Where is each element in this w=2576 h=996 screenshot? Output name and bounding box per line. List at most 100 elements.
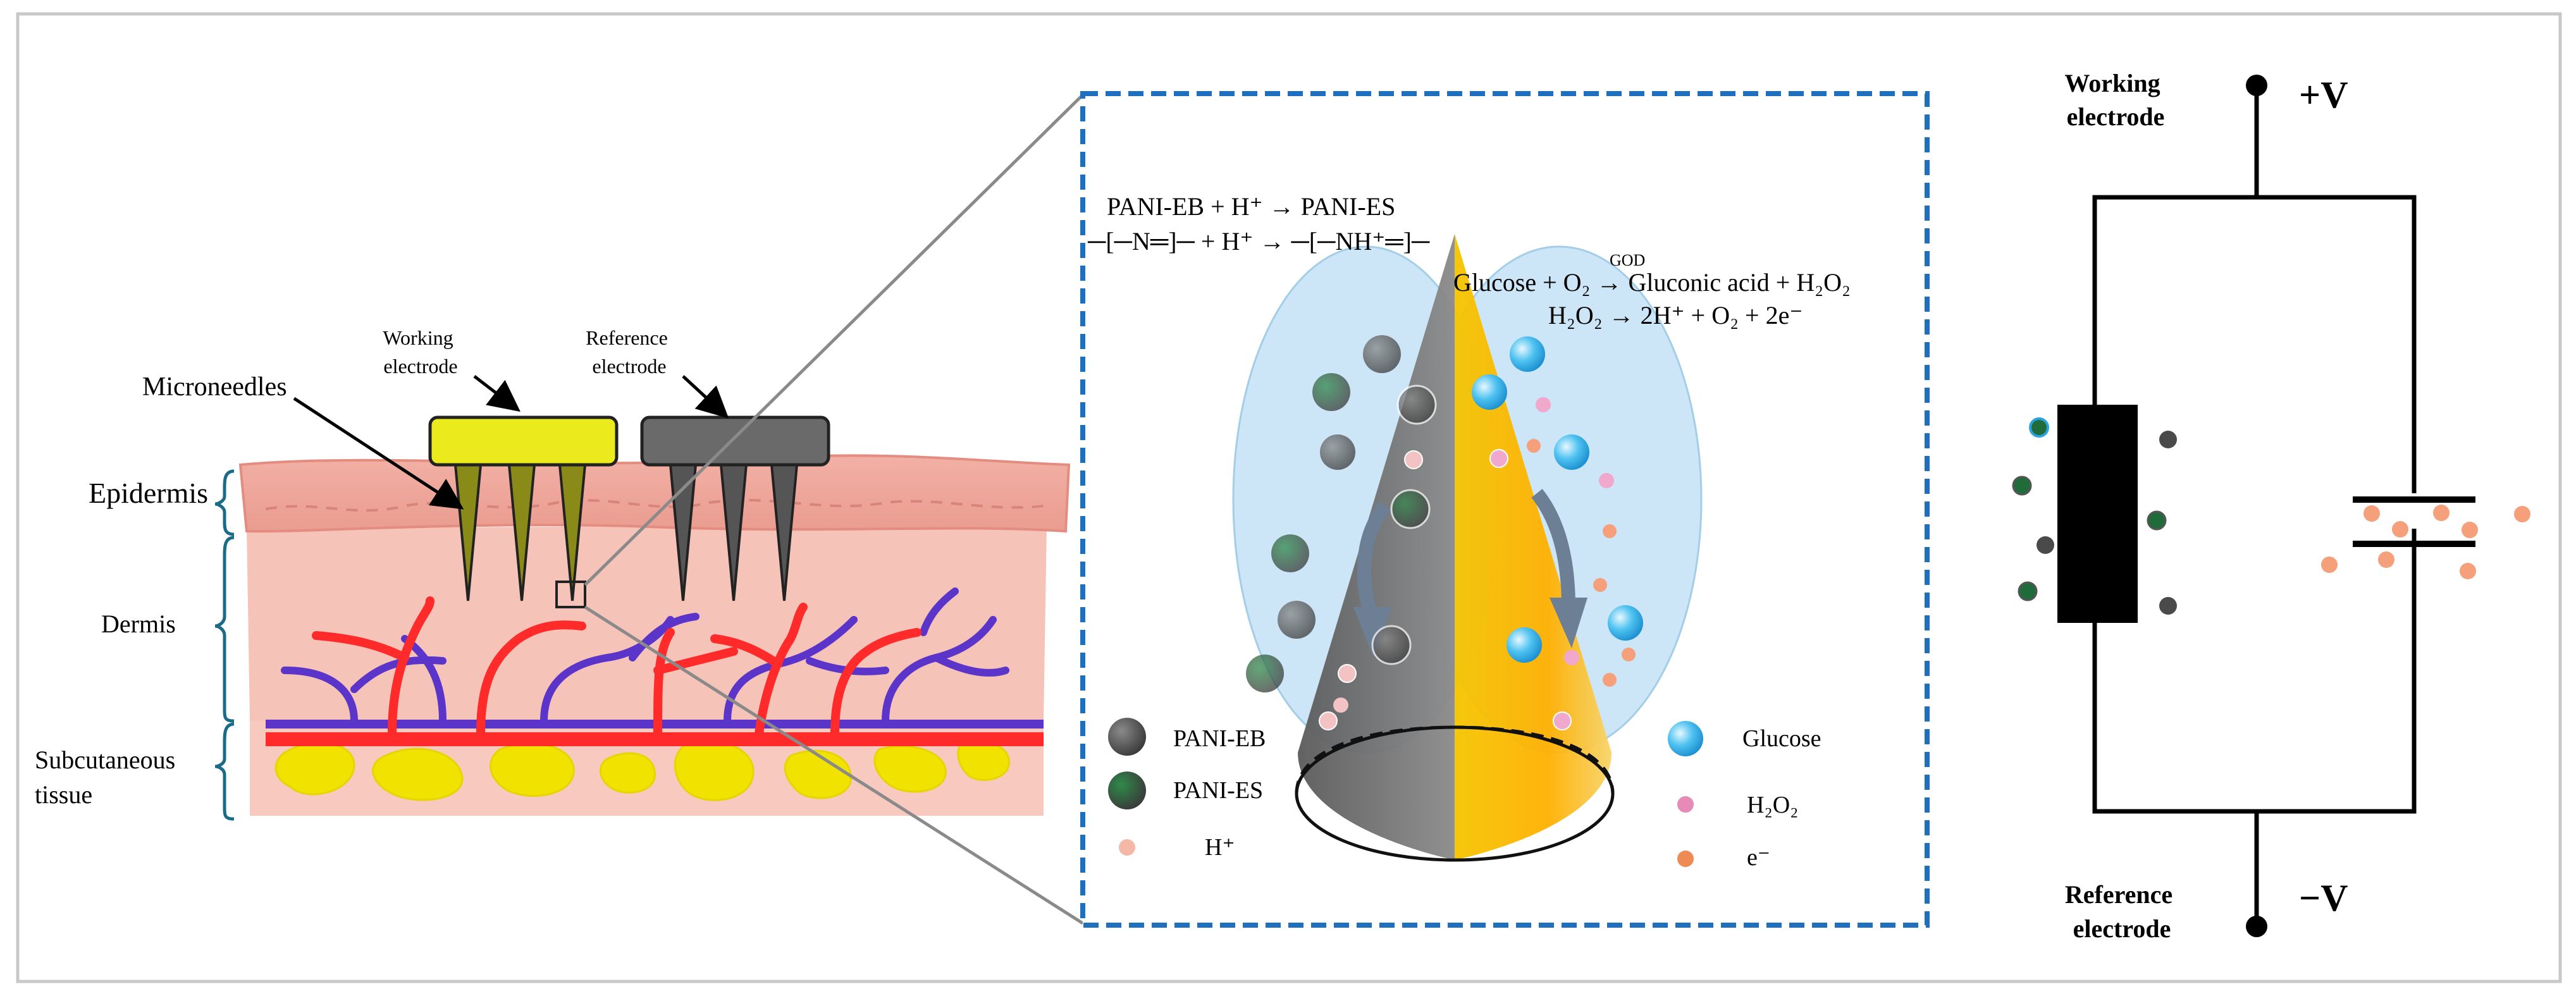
circuit-working-label-line1: Working [2064, 69, 2160, 97]
pani-eb-dot [2159, 431, 2177, 448]
h-plus-particle [1338, 664, 1357, 683]
h2o2-particle [1564, 650, 1579, 665]
legend-h-plus-label: H⁺ [1205, 834, 1235, 861]
pani-eb-particle [1320, 434, 1355, 470]
subcutaneous-bracket [214, 722, 235, 821]
working-electrode-base [428, 415, 619, 467]
minus-v-label: −V [2299, 877, 2348, 919]
h2o2-particle [1536, 397, 1551, 412]
legend-h-plus-swatch [1119, 839, 1135, 856]
circuit-working-label: Working electrode [2064, 69, 2166, 131]
left-curved-arrow-head [1353, 607, 1391, 658]
zoom-line-bottom [584, 605, 1084, 925]
legend-glucose-swatch [1668, 721, 1703, 756]
subcutaneous-label-line2: tissue [35, 780, 92, 809]
zoom-selection-box [555, 581, 586, 608]
pani-eb-particle [1396, 384, 1437, 425]
h-plus-particle [1404, 450, 1423, 469]
electron-dot [2514, 506, 2530, 522]
h-plus-particle [1319, 711, 1338, 730]
electron-dot [2378, 551, 2394, 568]
circuit-panel: Working electrode +V Reference electrode… [2012, 69, 2530, 943]
working-electrode-label-line1: Working [383, 326, 453, 349]
subcutaneous-label-line1: Subcutaneous [35, 746, 175, 774]
zoom-line-top [584, 94, 1084, 586]
electron-dot [2392, 521, 2408, 538]
pani-es-particle [1271, 534, 1309, 572]
glucose-particle [1472, 374, 1507, 410]
legend-pani-eb-label: PANI-EB [1173, 725, 1266, 752]
cone-base-dashed [1295, 725, 1615, 794]
plus-v-label: +V [2299, 74, 2348, 116]
dermis-label: Dermis [101, 610, 176, 638]
epidermis-texture [265, 498, 1044, 512]
pani-eb-dot [2037, 536, 2054, 554]
pani-eb-particle [1363, 335, 1401, 373]
electron-dot [2460, 563, 2476, 579]
e-particle [1593, 578, 1607, 592]
reaction-pani-protonation: ─[─N═]─ + H⁺ → ─[─NH⁺═]─ [1087, 227, 1430, 255]
electron-dot [2321, 556, 2338, 573]
glucose-particle [1510, 336, 1545, 372]
working-electrode-label-line2: electrode [383, 355, 457, 378]
negative-terminal [2246, 916, 2267, 937]
reaction-pani-eb-es: PANI-EB + H⁺ → PANI-ES [1107, 192, 1395, 221]
h-plus-particle [1333, 698, 1348, 713]
legend: PANI-EB PANI-ES H⁺ Glucose H₂O₂ e⁻ [1108, 718, 1821, 871]
pani-es-particle [1390, 489, 1431, 529]
pani-es-dot [2018, 581, 2038, 601]
reaction-catalyst-god: GOD [1610, 251, 1645, 269]
legend-pani-es-label: PANI-ES [1173, 777, 1263, 804]
reference-electrode-label: Reference electrode [586, 326, 673, 378]
pani-eb-dot [2159, 597, 2177, 615]
working-electrode-microneedles [428, 415, 619, 601]
right-particles [1472, 336, 1643, 730]
pani-es-dot [2029, 417, 2049, 438]
skin-panel: Microneedles Working electrode Reference… [35, 326, 1071, 821]
h2o2-particle [1599, 473, 1614, 488]
reaction-glucose-oxidation: Glucose + O₂ → Gluconic acid + H₂O₂ [1453, 268, 1851, 297]
glucose-particle [1608, 605, 1643, 641]
positive-terminal [2246, 75, 2267, 96]
glucose-particle [1507, 627, 1542, 663]
epidermis-bracket [214, 469, 235, 536]
legend-electron-swatch [1677, 851, 1694, 867]
microneedles-label: Microneedles [142, 372, 287, 402]
right-curved-arrow [1531, 489, 1575, 608]
electron-dot [2363, 505, 2380, 522]
pani-eb-particle [1278, 601, 1316, 639]
resistor-particles [2012, 417, 2177, 615]
reference-electrode-label-line2: electrode [592, 355, 666, 378]
h2o2-particle [1489, 449, 1508, 468]
artery-main [266, 732, 1044, 746]
e-particle [1603, 524, 1617, 538]
working-electrode-arrow [473, 375, 521, 412]
electron-dot [2433, 505, 2450, 521]
reference-electrode-base [640, 415, 830, 467]
e-particle [1622, 648, 1636, 661]
legend-glucose-label: Glucose [1742, 725, 1821, 752]
circuit-reference-label-line2: electrode [2073, 914, 2171, 943]
legend-electron-label: e⁻ [1747, 844, 1770, 871]
legend-pani-es-swatch [1108, 772, 1146, 809]
reference-electrode-arrow [682, 375, 729, 419]
circuit-reference-label: Reference electrode [2065, 880, 2179, 943]
working-electrode-label: Working electrode [383, 326, 458, 378]
artery-branches [312, 596, 921, 738]
right-curved-arrow-head [1550, 598, 1587, 648]
e-particle [1527, 439, 1541, 453]
figure-border [16, 12, 2562, 983]
resistor [2057, 405, 2138, 623]
left-curved-arrow [1357, 501, 1391, 622]
left-particles [1246, 335, 1437, 730]
pani-es-particle [1312, 373, 1350, 411]
electron-dot [2462, 522, 2478, 538]
epidermis-layer [238, 454, 1071, 533]
reference-electrode-label-line1: Reference [586, 326, 668, 349]
zoom-panel: PANI-EB + H⁺ → PANI-ES ─[─N═]─ + H⁺ → ─[… [1080, 91, 1930, 928]
capacitor-particles [2321, 505, 2530, 579]
microneedles-arrow [293, 397, 464, 510]
e-particle [1603, 673, 1617, 687]
legend-pani-eb-swatch [1108, 718, 1146, 756]
